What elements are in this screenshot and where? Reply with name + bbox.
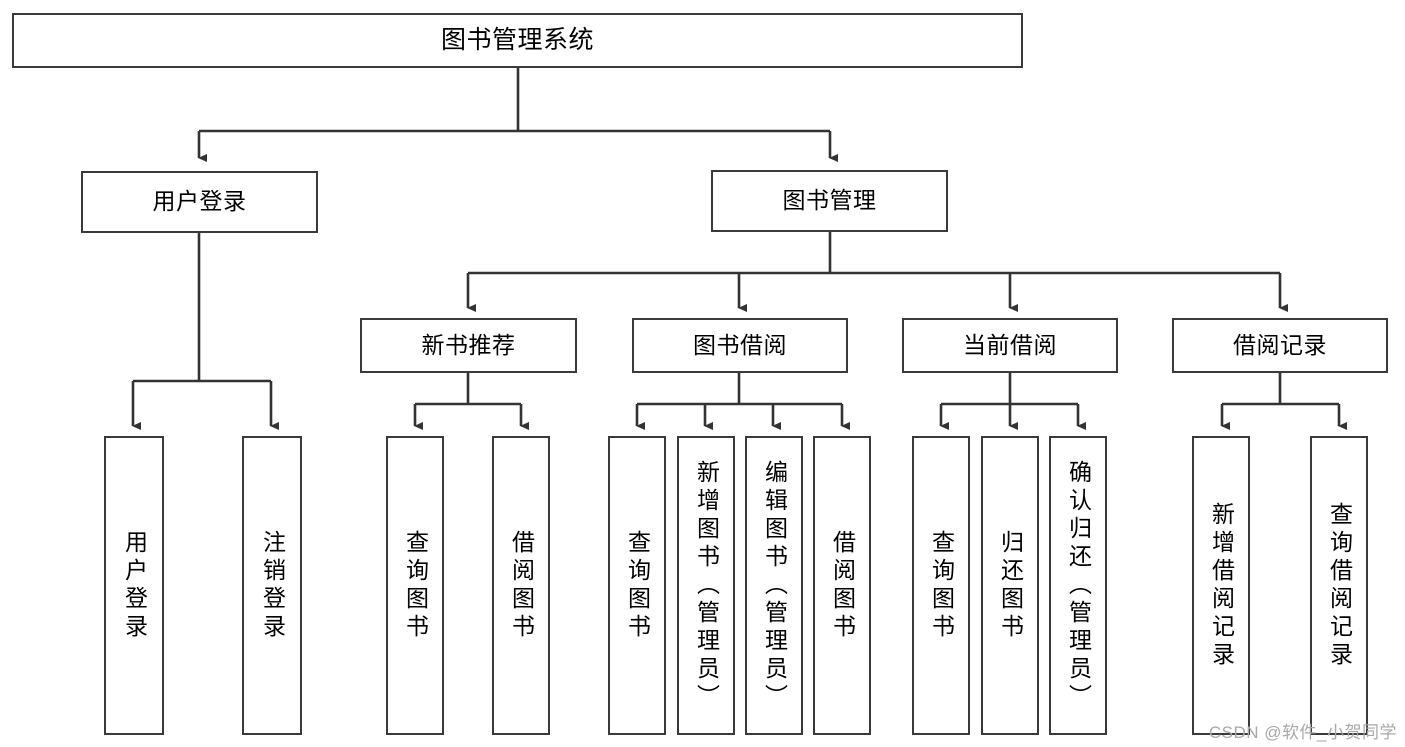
node-user-login[interactable]: 用户登录 [81,171,318,233]
node-leaf-add-book-admin[interactable]: 新增图书（管理员） [677,436,735,735]
node-leaf-add-borrow-record[interactable]: 新增借阅记录 [1192,436,1250,735]
node-leaf-user-logout[interactable]: 注销登录 [242,436,302,735]
node-label: 新增图书（管理员） [693,459,720,712]
node-label: 新增借阅记录 [1208,501,1235,670]
node-current-borrowing[interactable]: 当前借阅 [902,318,1118,373]
node-label: 注销登录 [259,529,286,642]
node-root-book-management-system[interactable]: 图书管理系统 [12,13,1023,68]
node-book-borrowing[interactable]: 图书借阅 [632,318,848,373]
node-label: 图书管理 [782,187,877,214]
node-label: 新书推荐 [421,331,516,358]
node-label: 当前借阅 [963,331,1057,358]
node-label: 图书管理系统 [440,25,594,54]
node-leaf-edit-book-admin[interactable]: 编辑图书（管理员） [745,436,803,735]
node-leaf-borrow-book[interactable]: 借阅图书 [813,436,871,735]
node-label: 查询图书 [402,529,429,642]
node-leaf-confirm-return-admin[interactable]: 确认归还（管理员） [1049,436,1107,735]
node-borrowing-records[interactable]: 借阅记录 [1172,318,1388,373]
node-label: 归还图书 [997,529,1024,642]
node-label: 确认归还（管理员） [1065,459,1092,712]
node-label: 查询借阅记录 [1326,501,1353,670]
node-label: 借阅图书 [508,529,535,642]
node-leaf-query-borrow-record[interactable]: 查询借阅记录 [1310,436,1368,735]
node-leaf-user-login[interactable]: 用户登录 [104,436,164,735]
csdn-watermark: CSDN @软件_小贺同学 [1208,723,1397,742]
node-label: 借阅记录 [1233,331,1327,358]
node-label: 用户登录 [121,529,148,642]
node-book-management[interactable]: 图书管理 [711,170,948,232]
node-label: 查询图书 [624,529,651,642]
node-label: 图书借阅 [693,331,787,358]
node-leaf-borrow-book-new[interactable]: 借阅图书 [492,436,550,735]
node-leaf-query-book-current[interactable]: 查询图书 [912,436,970,735]
node-leaf-query-book-borrow[interactable]: 查询图书 [608,436,666,735]
node-label: 借阅图书 [829,529,856,642]
node-new-book-recommendation[interactable]: 新书推荐 [360,318,577,373]
node-leaf-query-book-new[interactable]: 查询图书 [386,436,444,735]
node-leaf-return-book[interactable]: 归还图书 [981,436,1039,735]
node-label: 用户登录 [152,188,247,215]
node-label: 查询图书 [928,529,955,642]
node-label: 编辑图书（管理员） [761,459,788,712]
